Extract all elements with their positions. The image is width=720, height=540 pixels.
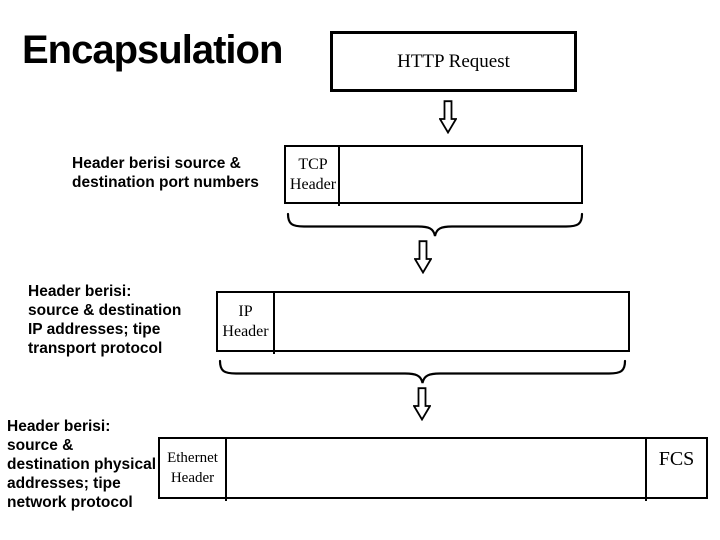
fcs-divider [645,439,647,501]
ethernet-frame-box: Ethernet Header FCS [158,437,708,501]
ethernet-header-divider [225,439,227,501]
ethernet-annotation: Header berisi: source & destination phys… [7,418,157,511]
ethernet-header-label: Ethernet Header [167,450,218,486]
fcs-label: FCS [658,448,695,470]
fcs-cell: FCS [647,439,706,497]
http-request-box: HTTP Request [330,31,577,92]
ip-header-divider [273,293,275,354]
tcp-header-label: TCP Header [289,155,337,193]
ethernet-header-cell: Ethernet Header [160,439,225,497]
down-arrow-icon [439,100,457,134]
tcp-header-cell: TCP Header [286,147,340,202]
ip-annotation: Header berisi: source & destination IP a… [28,283,182,357]
tcp-annotation: Header berisi source & destination port … [72,155,259,191]
down-arrow-icon [413,387,431,421]
http-request-label: HTTP Request [397,50,510,72]
tcp-header-divider [338,147,340,206]
underbrace [218,359,627,384]
slide-title: Encapsulation [22,28,283,72]
tcp-packet-box: TCP Header [284,145,583,206]
down-arrow-icon [414,240,432,274]
underbrace [286,212,584,237]
ip-header-cell: IP Header [218,293,273,350]
ip-packet-box: IP Header [216,291,630,354]
ip-header-label: IP Header [222,302,269,340]
